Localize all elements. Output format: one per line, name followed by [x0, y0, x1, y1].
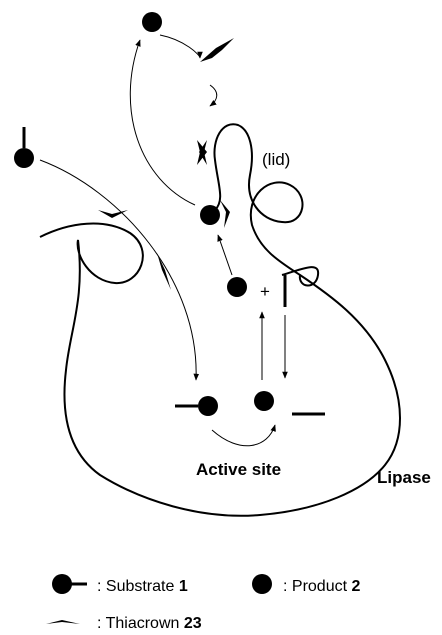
thiacrown-top-right-icon	[200, 38, 234, 62]
arrow-down-to-lid	[210, 85, 217, 106]
lipase-outline	[40, 124, 400, 516]
substrate-active-site-icon	[175, 396, 218, 416]
substrate-top-left-icon	[14, 127, 34, 168]
thiacrown-left-vertical-icon	[157, 253, 171, 290]
thiacrown-lid-icon	[197, 140, 207, 165]
active-site-label: Active site	[196, 460, 281, 479]
legend-thiacrown-icon	[46, 620, 80, 624]
product-active-site-icon	[254, 391, 274, 411]
legend-substrate-label: : Substrate 1	[97, 578, 188, 595]
arrow-substrate-entry	[40, 160, 196, 380]
legend-product-label: : Product 2	[283, 578, 360, 595]
product-center-icon	[227, 277, 247, 297]
lid-label: (lid)	[262, 150, 290, 169]
legend-product-icon	[252, 574, 272, 594]
arrow-to-complex	[218, 235, 232, 275]
product-top-icon	[142, 12, 162, 32]
arrow-product-up	[130, 40, 195, 205]
complex-substrate-thiacrown-icon	[200, 200, 230, 228]
lipase-label: Lipase	[377, 468, 431, 487]
legend-thiacrown-label: : Thiacrown 23	[97, 615, 202, 632]
arrow-curve-top	[160, 35, 200, 58]
arrow-active-site	[212, 425, 275, 446]
legend-substrate-icon	[52, 574, 87, 594]
legend: : Substrate 1 : Product 2 : Thiacrown 23	[46, 574, 360, 632]
plus-sign: +	[260, 282, 270, 301]
